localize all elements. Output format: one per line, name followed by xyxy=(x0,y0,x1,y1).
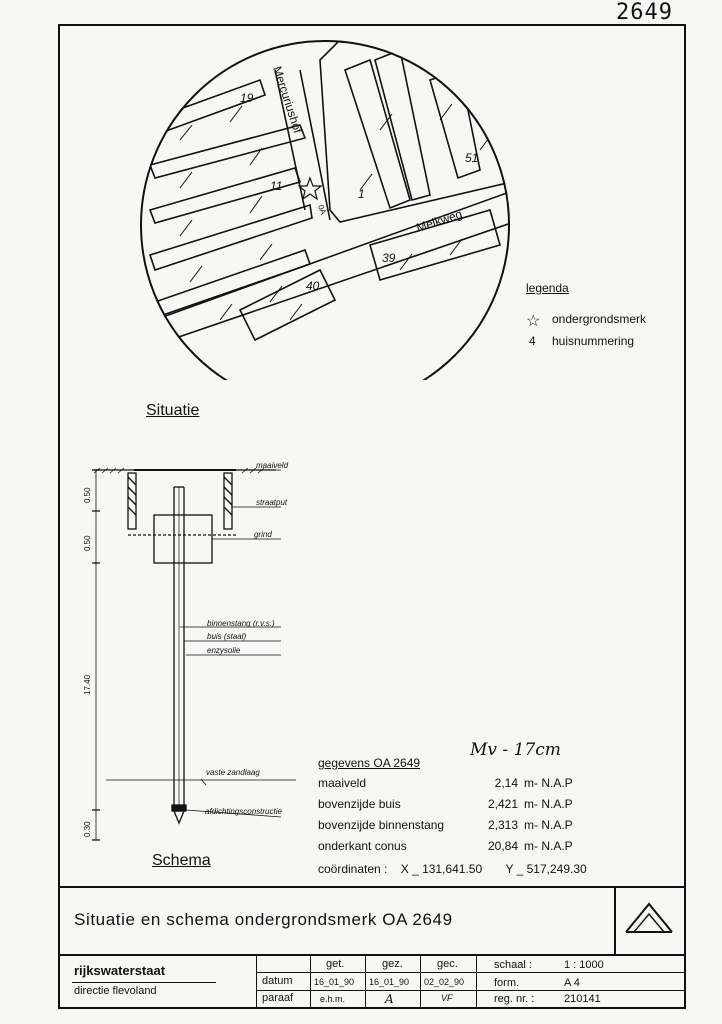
get-date: 16_01_90 xyxy=(314,977,355,987)
house-number: 19 xyxy=(240,91,254,105)
title-block xyxy=(60,886,684,954)
star-icon: ☆ xyxy=(526,313,541,330)
house-number: 1 xyxy=(358,187,365,201)
dimension-label: 0.50 xyxy=(83,535,92,551)
sheet-number: 2649 xyxy=(616,0,673,25)
house-number: 51 xyxy=(465,151,478,165)
handwritten-note: Mv - 17cm xyxy=(470,740,561,760)
coordinate-y: Y _ 517,249.30 xyxy=(505,862,587,876)
gec-date: 02_02_90 xyxy=(424,977,465,987)
gec-label: gec. xyxy=(437,958,458,970)
gez-paraaf: A xyxy=(385,992,394,1006)
regnr-value: 210141 xyxy=(564,993,601,1005)
legend-title: legenda xyxy=(526,281,569,295)
marker-label: 0A xyxy=(316,204,328,217)
schaal-value: 1 : 1000 xyxy=(564,959,604,971)
building-block xyxy=(319,40,510,223)
signature-block xyxy=(60,954,684,1007)
dimension-label: 17.40 xyxy=(83,674,92,695)
coordinate-x: X _ 131,641.50 xyxy=(400,862,483,876)
dimension-label: 0.30 xyxy=(83,821,92,837)
paraaf-label: paraaf xyxy=(262,992,294,1004)
building-block xyxy=(148,203,313,272)
label-maaiveld: maaiveld xyxy=(256,461,289,470)
form-label: form. xyxy=(494,977,520,989)
schaal-label: schaal : xyxy=(494,959,532,971)
situation-map: 0A Mercuriushof Melkweg 19 11 1 51 39 40 xyxy=(140,40,510,380)
street-label-melkweg: Melkweg xyxy=(415,207,464,235)
legend-item-house-number: 4 huisnummering xyxy=(529,334,635,348)
gegevens-header: gegevens OA 2649 xyxy=(318,756,421,770)
situatie-title: Situatie xyxy=(146,402,200,419)
datum-label: datum xyxy=(262,975,293,987)
label-straatput: straatput xyxy=(256,498,288,507)
label-binnenstang: binnenstang (r.v.s.) xyxy=(207,619,275,628)
label-afdichtingsconstructie: afdichtingsconstructie xyxy=(205,807,282,816)
get-paraaf: e.h.m. xyxy=(320,994,346,1004)
gegevens-row: onderkant conus 20,84 m- N.A.P xyxy=(318,839,573,853)
house-number: 40 xyxy=(306,279,320,293)
coordinates-row: coördinaten : X _ 131,641.50 Y _ 517,249… xyxy=(318,862,587,876)
building-block xyxy=(148,78,267,137)
label-grind: grind xyxy=(254,530,272,539)
organization-division: directie flevoland xyxy=(74,985,157,997)
gez-label: gez. xyxy=(382,958,403,970)
regnr-label: reg. nr. : xyxy=(494,993,535,1005)
form-value: A 4 xyxy=(564,977,580,989)
house-number: 39 xyxy=(382,251,396,265)
gez-date: 16_01_90 xyxy=(369,977,410,987)
building-block xyxy=(148,167,302,224)
schema-drawing: maaiveld straatput grind binnenstang (r.… xyxy=(83,461,296,841)
schema-title: Schema xyxy=(152,852,211,869)
gegevens-row: maaiveld 2,14 m- N.A.P xyxy=(318,776,573,790)
star-icon xyxy=(297,176,323,201)
rijkswaterstaat-logo xyxy=(625,902,673,933)
building-block xyxy=(153,248,312,318)
get-label: get. xyxy=(326,958,345,970)
organization-name: rijkswaterstaat xyxy=(74,963,166,978)
gec-paraaf: VF xyxy=(441,993,453,1003)
gegevens-row: bovenzijde binnenstang 2,313 m- N.A.P xyxy=(318,818,573,832)
gegevens-table: gegevens OA 2649 maaiveld 2,14 m- N.A.P … xyxy=(318,756,608,860)
building-block xyxy=(238,268,337,342)
drawing-frame xyxy=(58,24,686,1009)
logo-box xyxy=(614,886,684,954)
label-buis: buis (staal) xyxy=(207,632,246,641)
label-enzysolie: enzysolie xyxy=(207,646,241,655)
legend-item-marker: ☆ ondergrondsmerk xyxy=(526,312,647,330)
house-number: 11 xyxy=(270,179,282,193)
label-vaste-zandlaag: vaste zandlaag xyxy=(206,768,260,777)
dimension-label: 0.50 xyxy=(83,487,92,503)
building-block xyxy=(148,124,307,179)
street-label-mercuriushof: Mercuriushof xyxy=(270,65,305,136)
gegevens-row: bovenzijde buis 2,421 m- N.A.P xyxy=(318,797,573,811)
building-block xyxy=(369,209,501,281)
drawing-title: Situatie en schema ondergrondsmerk OA 26… xyxy=(74,910,453,929)
